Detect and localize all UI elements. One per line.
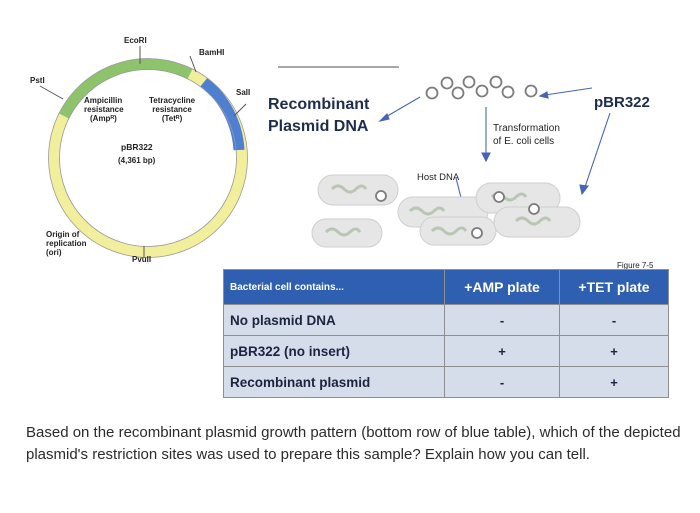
- ecoli-cell: [317, 174, 399, 206]
- plasmid-size: (4,361 bp): [118, 156, 156, 165]
- plasmid-name: pBR322: [121, 142, 153, 152]
- ecoli-cells: [311, 174, 581, 248]
- row-label: No plasmid DNA: [223, 304, 445, 336]
- psti-label: PstI: [30, 76, 45, 85]
- row-label: Recombinant plasmid: [223, 366, 445, 398]
- bamhi-label: BamHI: [199, 48, 225, 57]
- chromosome-dna: [324, 184, 552, 237]
- question-text: Based on the recombinant plasmid growth …: [26, 424, 681, 463]
- bamhi-tick: [189, 55, 197, 73]
- table-header-row: Bacterial cell contains... +AMP plate +T…: [223, 269, 669, 305]
- amp-result: +: [444, 335, 560, 367]
- tet-result: +: [559, 335, 669, 367]
- host-dna-label: Host DNA: [417, 172, 460, 183]
- amp-result: -: [444, 366, 560, 398]
- table-row: pBR322 (no insert) + +: [223, 335, 669, 367]
- amp-gene-label: Ampicillin resistance (Ampᴿ): [84, 96, 124, 123]
- amp-result: -: [444, 304, 560, 336]
- table-header: +AMP plate: [444, 269, 560, 305]
- plasmid-circles: [425, 75, 538, 100]
- ecori-label: EcoRI: [124, 36, 147, 45]
- tet-result: +: [559, 366, 669, 398]
- table-header: Bacterial cell contains...: [223, 269, 445, 305]
- recombinant-label: Recombinant Plasmid DNA: [268, 96, 370, 135]
- tet-resistance-arc: [200, 77, 245, 151]
- tet-gene-label: Tetracycline resistance (Tetᴿ): [149, 96, 196, 123]
- figure-label: Figure 7-5: [617, 261, 654, 270]
- tet-result: -: [559, 304, 669, 336]
- transformation-label: Transformation of E. coli cells: [493, 123, 560, 147]
- cell-plasmids: [375, 190, 540, 239]
- origin-label: Origin of replication (ori): [46, 230, 87, 257]
- row-label: pBR322 (no insert): [223, 335, 445, 367]
- arrow-pbr322-cell: [584, 112, 611, 188]
- arrow-from-pbr322: [544, 87, 593, 96]
- growth-table: Bacterial cell contains... +AMP plate +T…: [223, 269, 669, 398]
- pvuii-label: PvuII: [132, 255, 152, 264]
- plasmid-map: [39, 46, 248, 258]
- arrow-to-recombinant: [383, 96, 421, 119]
- table-header: +TET plate: [559, 269, 669, 305]
- process-diagram: [278, 66, 611, 248]
- pbr322-label: pBR322: [594, 94, 650, 111]
- sali-tick: [233, 103, 247, 117]
- sali-label: SalI: [236, 88, 251, 97]
- table-row: Recombinant plasmid - +: [223, 366, 669, 398]
- psti-tick: [39, 85, 64, 100]
- table-row: No plasmid DNA - -: [223, 304, 669, 336]
- amp-resistance-arc: [59, 58, 193, 119]
